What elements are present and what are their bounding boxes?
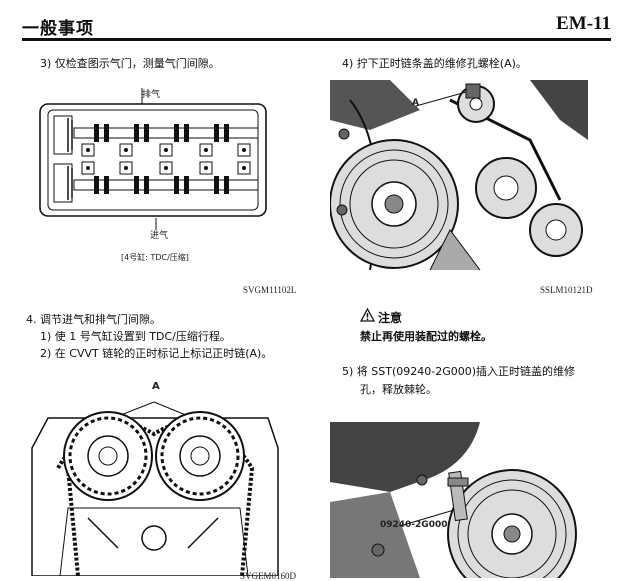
step-5-line-2: 孔，释放棘轮。: [360, 383, 437, 396]
figure-1-code: SVGM11102L: [243, 285, 297, 295]
step-4-2-text: 2) 在 CVVT 链轮的正时标记上标记正时链(A)。: [40, 347, 273, 360]
step-4-text: 4. 调节进气和排气门间隙。: [26, 313, 161, 326]
figure-1-caption: [4号缸: TDC/压缩]: [121, 253, 189, 262]
step-5-line-1: 5) 将 SST(09240-2G000)插入正时链盖的维修: [342, 365, 576, 378]
figure-2-label-a: A: [152, 381, 160, 392]
caution-title: 注意: [378, 311, 403, 325]
warning-icon: [360, 308, 375, 322]
right-step-4-text: 4) 拧下正时链条盖的维修孔螺栓(A)。: [342, 57, 527, 70]
page-number: EM-11: [556, 13, 611, 34]
figure-3-code: SSLM10121D: [540, 285, 593, 295]
figure-3-label-a: A: [412, 98, 419, 108]
valve-layout-figure: [39, 88, 267, 230]
page-section-title: 一般事项: [22, 19, 94, 39]
exhaust-label: 排气: [142, 90, 161, 100]
step-4-1-text: 1) 使 1 号气缸设置到 TDC/压缩行程。: [40, 330, 231, 343]
cvvt-sprocket-figure: [31, 401, 279, 576]
timing-cover-bolt-figure: [330, 80, 588, 270]
caution-body: 禁止再使用装配过的螺栓。: [360, 330, 492, 343]
intake-label: 进气: [150, 231, 169, 241]
sst-insertion-figure: [330, 422, 588, 578]
step-3-text: 3) 仅检查图示气门，测量气门间隙。: [40, 57, 220, 70]
figure-2-code: SVGEM0160D: [240, 571, 297, 581]
header-rule: [22, 38, 611, 41]
figure-4-tool-label: 09240-2G000: [380, 520, 448, 530]
